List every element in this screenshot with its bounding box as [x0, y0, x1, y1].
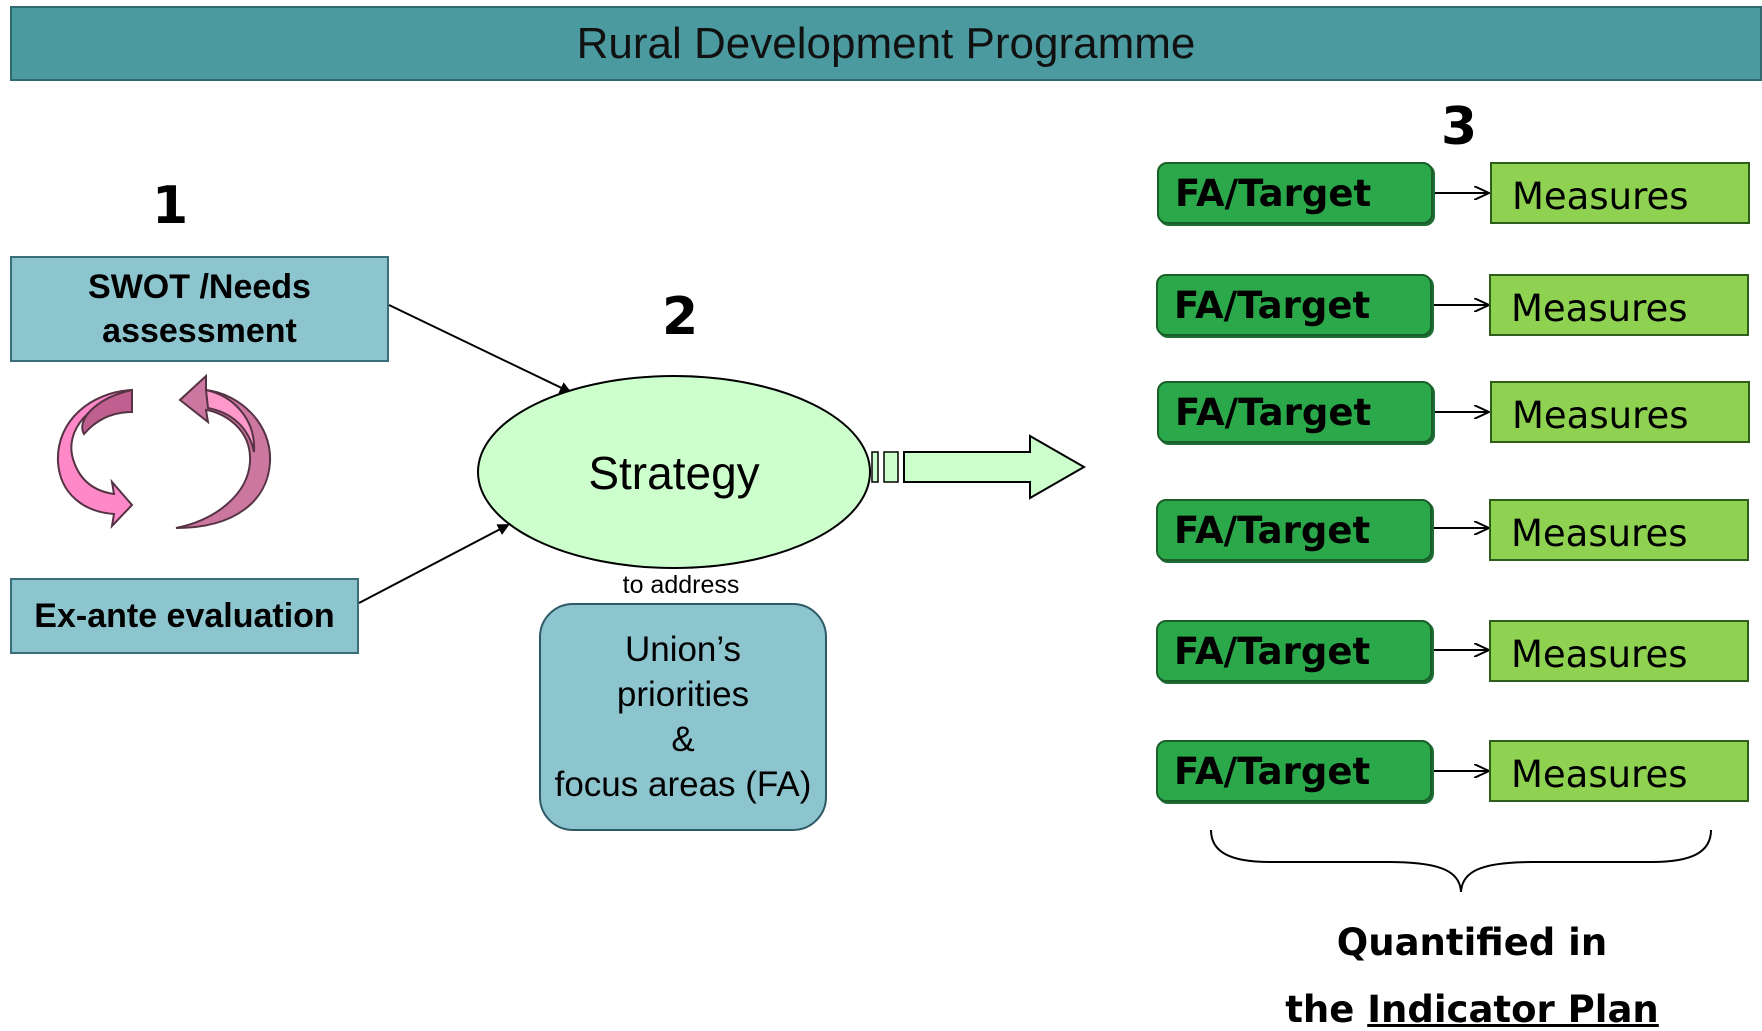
ex-ante-evaluation-box: Ex-ante evaluation: [10, 578, 359, 654]
indicator-plan-label: the Indicator Plan: [1192, 988, 1752, 1031]
union-line-2: priorities: [616, 675, 750, 714]
measures-box: Measures: [1489, 620, 1749, 682]
measures-box: Measures: [1489, 274, 1749, 336]
fa-target-box: FA/Target: [1156, 499, 1432, 561]
step-number-3: 3: [1441, 97, 1478, 157]
arrow-exante-to-strategy: [358, 524, 510, 604]
swot-needs-assessment-box: SWOT /Needs assessment: [10, 256, 389, 362]
measures-box: Measures: [1490, 162, 1750, 224]
union-priorities-box: Union’s priorities & focus areas (FA): [539, 603, 827, 831]
cycle-arrows-icon: [56, 373, 272, 530]
step-number-1: 1: [152, 176, 189, 236]
fa-target-box: FA/Target: [1157, 381, 1433, 443]
page-title: Rural Development Programme: [10, 6, 1762, 81]
arrow-swot-to-strategy: [388, 304, 572, 394]
indicator-plan-link[interactable]: Indicator Plan: [1367, 988, 1659, 1031]
union-line-3: &: [671, 720, 695, 759]
fa-target-box: FA/Target: [1157, 162, 1433, 224]
strategy-label: Strategy: [588, 447, 760, 499]
step-number-2: 2: [662, 287, 699, 347]
big-right-arrow-icon: [871, 434, 1087, 500]
union-line-1: Union’s: [624, 630, 742, 669]
measures-box: Measures: [1489, 499, 1749, 561]
curly-brace: [1210, 829, 1712, 893]
fa-target-box: FA/Target: [1156, 274, 1432, 336]
fa-target-box: FA/Target: [1156, 740, 1432, 802]
union-line-4: focus areas (FA): [554, 765, 812, 804]
measures-box: Measures: [1490, 381, 1750, 443]
fa-target-box: FA/Target: [1156, 620, 1432, 682]
strategy-ellipse: [477, 375, 871, 569]
to-address-label: to address: [622, 571, 740, 599]
swot-line-2: assessment: [102, 312, 297, 350]
measures-box: Measures: [1489, 740, 1749, 802]
swot-line-1: SWOT /Needs: [88, 268, 311, 306]
quantified-in-label: Quantified in: [1336, 921, 1608, 964]
footer-prefix: the: [1285, 988, 1355, 1031]
